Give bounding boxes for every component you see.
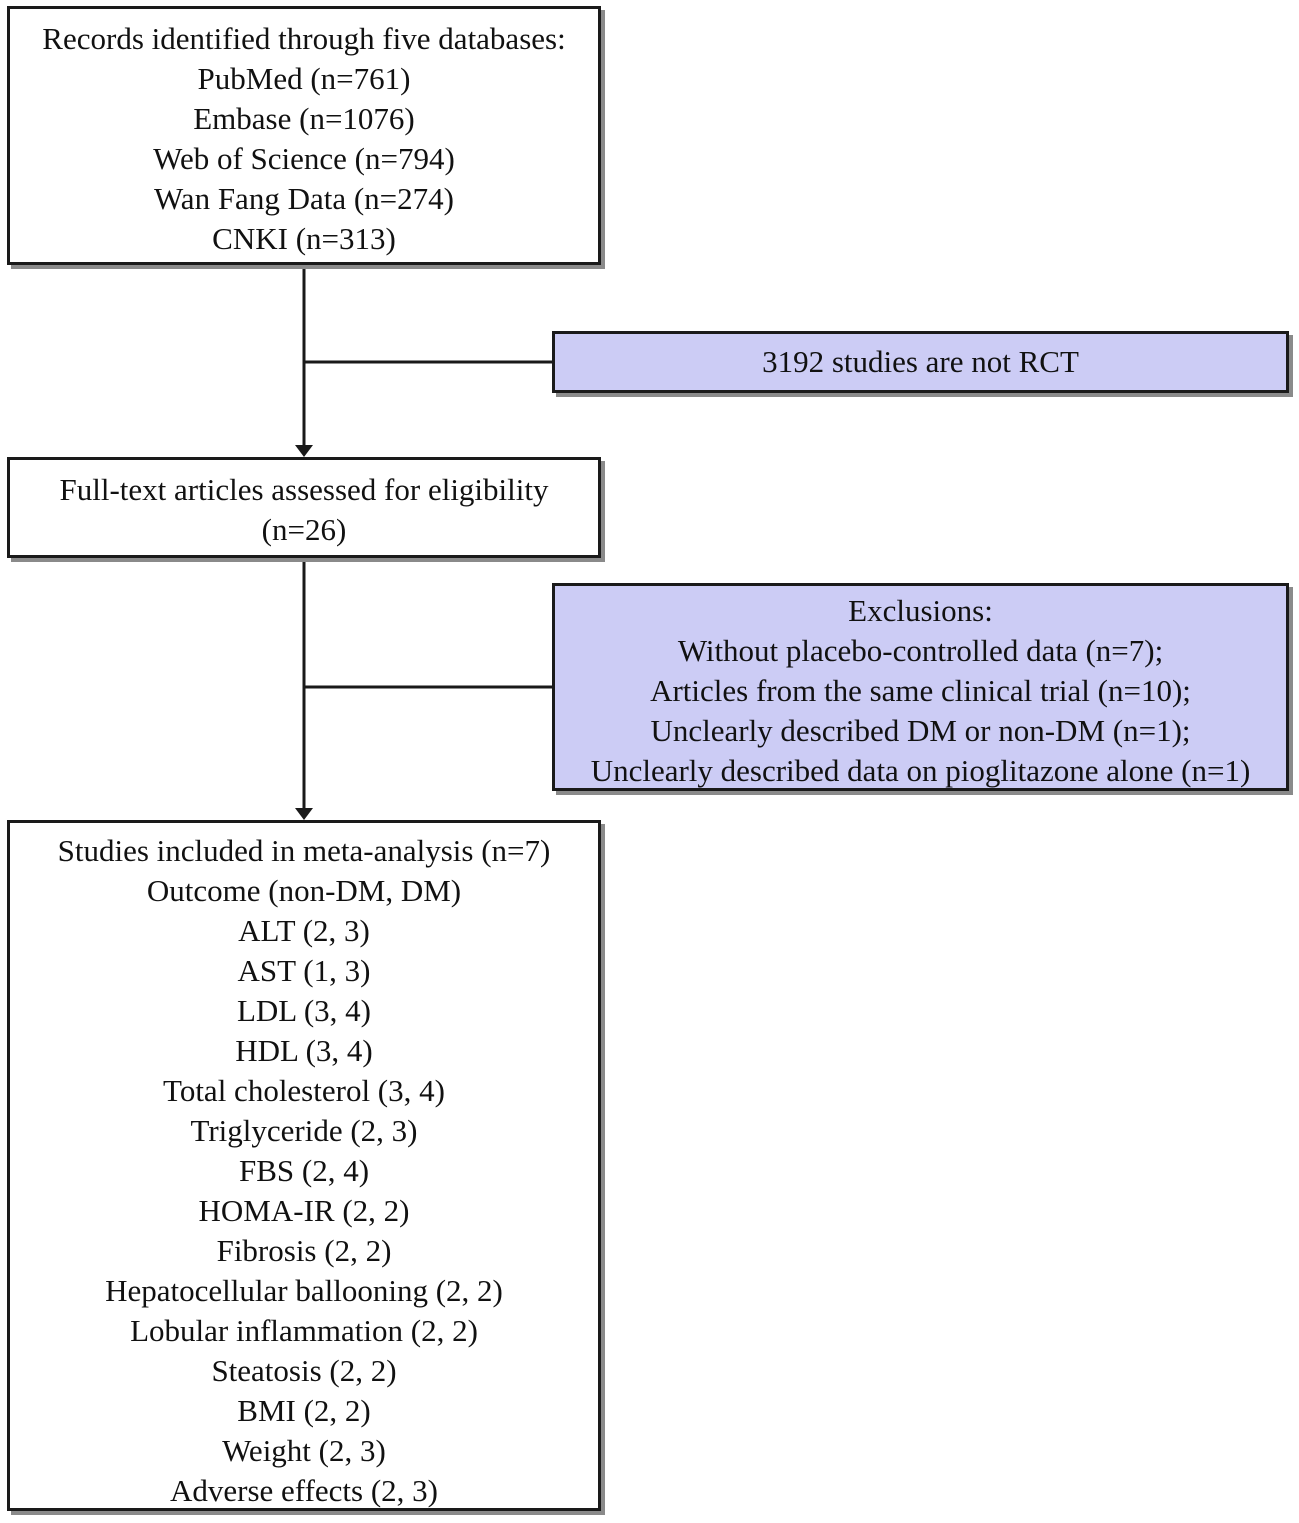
exclusions-box: Exclusions: Without placebo-controlled d… bbox=[552, 583, 1289, 791]
exclusion-not-rct-box: 3192 studies are not RCT bbox=[552, 331, 1289, 393]
outcome-header: Outcome (non-DM, DM) bbox=[146, 873, 462, 908]
included-studies-box: Studies included in meta-analysis (n=7) … bbox=[7, 820, 601, 1511]
outcome-item: BMI (2, 2) bbox=[237, 1393, 371, 1428]
database-count: Embase (n=1076) bbox=[193, 101, 415, 136]
outcome-item: Lobular inflammation (2, 2) bbox=[130, 1313, 478, 1348]
outcome-item: Total cholesterol (3, 4) bbox=[163, 1073, 445, 1108]
outcome-item: HOMA-IR (2, 2) bbox=[198, 1193, 410, 1228]
identification-title: Records identified through five database… bbox=[42, 21, 566, 56]
identification-box: Records identified through five database… bbox=[7, 6, 601, 265]
outcome-item: Weight (2, 3) bbox=[222, 1433, 386, 1468]
arrowhead-to-included bbox=[295, 808, 313, 820]
exclusion-reason: Unclearly described data on pioglitazone… bbox=[590, 753, 1251, 788]
eligibility-box: Full-text articles assessed for eligibil… bbox=[7, 457, 601, 558]
outcome-item: AST (1, 3) bbox=[237, 953, 371, 988]
exclusions-title: Exclusions: bbox=[848, 593, 993, 628]
eligibility-title: Full-text articles assessed for eligibil… bbox=[59, 472, 549, 507]
exclusion-reason: Unclearly described DM or non-DM (n=1); bbox=[650, 713, 1191, 748]
database-count: PubMed (n=761) bbox=[197, 61, 411, 96]
exclusion-not-rct-text: 3192 studies are not RCT bbox=[762, 344, 1079, 379]
database-count: Wan Fang Data (n=274) bbox=[154, 181, 454, 216]
database-count: Web of Science (n=794) bbox=[153, 141, 455, 176]
outcome-item: ALT (2, 3) bbox=[238, 913, 370, 948]
outcome-item: LDL (3, 4) bbox=[236, 993, 371, 1028]
outcome-item: Fibrosis (2, 2) bbox=[216, 1233, 392, 1268]
outcome-item: FBS (2, 4) bbox=[238, 1153, 370, 1188]
outcome-item: Adverse effects (2, 3) bbox=[170, 1473, 438, 1508]
included-title: Studies included in meta-analysis (n=7) bbox=[57, 833, 551, 868]
outcome-item: Triglyceride (2, 3) bbox=[190, 1113, 418, 1148]
outcome-item: Hepatocellular ballooning (2, 2) bbox=[105, 1273, 503, 1308]
database-count: CNKI (n=313) bbox=[212, 221, 396, 256]
exclusion-reason: Without placebo-controlled data (n=7); bbox=[677, 633, 1164, 668]
outcome-item: HDL (3, 4) bbox=[235, 1033, 373, 1068]
arrowhead-to-eligibility bbox=[295, 445, 313, 457]
exclusion-reason: Articles from the same clinical trial (n… bbox=[650, 673, 1191, 708]
outcome-item: Steatosis (2, 2) bbox=[211, 1353, 397, 1388]
eligibility-count: (n=26) bbox=[261, 512, 347, 547]
